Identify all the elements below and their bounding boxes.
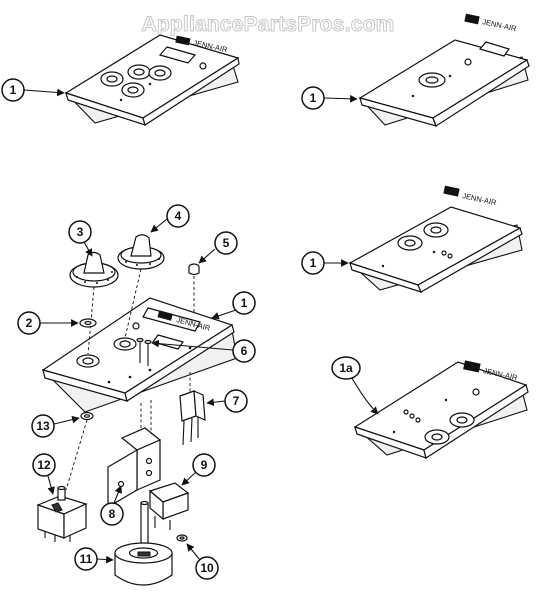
callout-11: 11: [74, 547, 98, 571]
callout-1-top-left: 1: [1, 78, 25, 102]
callout-8: 8: [100, 502, 124, 526]
svg-text:1: 1: [310, 91, 317, 105]
control-panel-four-knob: JENN-AIR: [64, 34, 240, 126]
indicator-light: [403, 409, 409, 415]
washer: [80, 411, 94, 421]
callout-1-exploded: 1: [232, 291, 256, 315]
callout-13: 13: [31, 414, 55, 438]
svg-text:7: 7: [233, 394, 240, 408]
indicator-light: [415, 417, 421, 423]
indicator-light: [441, 250, 447, 256]
control-panel-two-knob: JENN-AIR: [348, 185, 523, 293]
callout-9: 9: [192, 453, 216, 477]
svg-text:1: 1: [10, 83, 17, 97]
jenn-air-logo: JENN-AIR: [443, 185, 498, 207]
indicator-light: [199, 62, 207, 70]
svg-text:12: 12: [37, 458, 51, 472]
indicator-light: [472, 388, 480, 396]
rocker-switch: [179, 390, 206, 446]
svg-text:1: 1: [241, 296, 248, 310]
svg-text:2: 2: [26, 316, 33, 330]
callout-3: 3: [68, 220, 92, 244]
svg-text:JENN-AIR: JENN-AIR: [462, 191, 498, 207]
svg-text:8: 8: [109, 507, 116, 521]
svg-text:4: 4: [175, 209, 182, 223]
rotary-control: [36, 485, 88, 542]
svg-text:1a: 1a: [339, 361, 353, 375]
exploded-panel-assembly: JENN-AIR: [36, 234, 238, 586]
svg-text:3: 3: [77, 225, 84, 239]
callout-5: 5: [214, 231, 238, 255]
control-knob: [117, 234, 165, 270]
jenn-air-logo: JENN-AIR: [464, 13, 518, 33]
indicator-light: [464, 58, 472, 66]
control-panel-variant-1a: JENN-AIR: [353, 360, 529, 459]
callout-1-top-right: 1: [301, 86, 325, 110]
svg-text:1: 1: [310, 256, 317, 270]
indicator-light: [447, 253, 453, 259]
svg-text:10: 10: [200, 561, 214, 575]
infinite-switch: [148, 482, 190, 530]
callout-2: 2: [17, 311, 41, 335]
display-window: [158, 46, 197, 64]
svg-text:13: 13: [36, 419, 50, 433]
indicator-lens: [188, 263, 200, 276]
callout-12: 12: [32, 453, 56, 477]
callout-10: 10: [195, 556, 219, 580]
callout-4: 4: [166, 204, 190, 228]
mounting-screws: [136, 337, 152, 366]
washer: [176, 534, 188, 542]
svg-text:5: 5: [223, 236, 230, 250]
indicator-light: [409, 413, 415, 419]
control-knob: [69, 251, 119, 288]
svg-text:6: 6: [241, 344, 248, 358]
display-window: [478, 41, 510, 57]
motor-assembly: [114, 500, 173, 586]
callout-1-mid-right: 1: [301, 251, 325, 275]
svg-text:9: 9: [201, 458, 208, 472]
svg-text:JENN-AIR: JENN-AIR: [482, 17, 518, 33]
svg-text:11: 11: [80, 552, 93, 566]
callout-6: 6: [232, 339, 256, 363]
washer: [79, 318, 97, 328]
control-panel-single-knob: JENN-AIR: [358, 13, 530, 127]
watermark: AppliancePartsPros.com: [142, 13, 395, 36]
callout-7: 7: [224, 389, 248, 413]
callout-1a: 1a: [331, 356, 361, 380]
